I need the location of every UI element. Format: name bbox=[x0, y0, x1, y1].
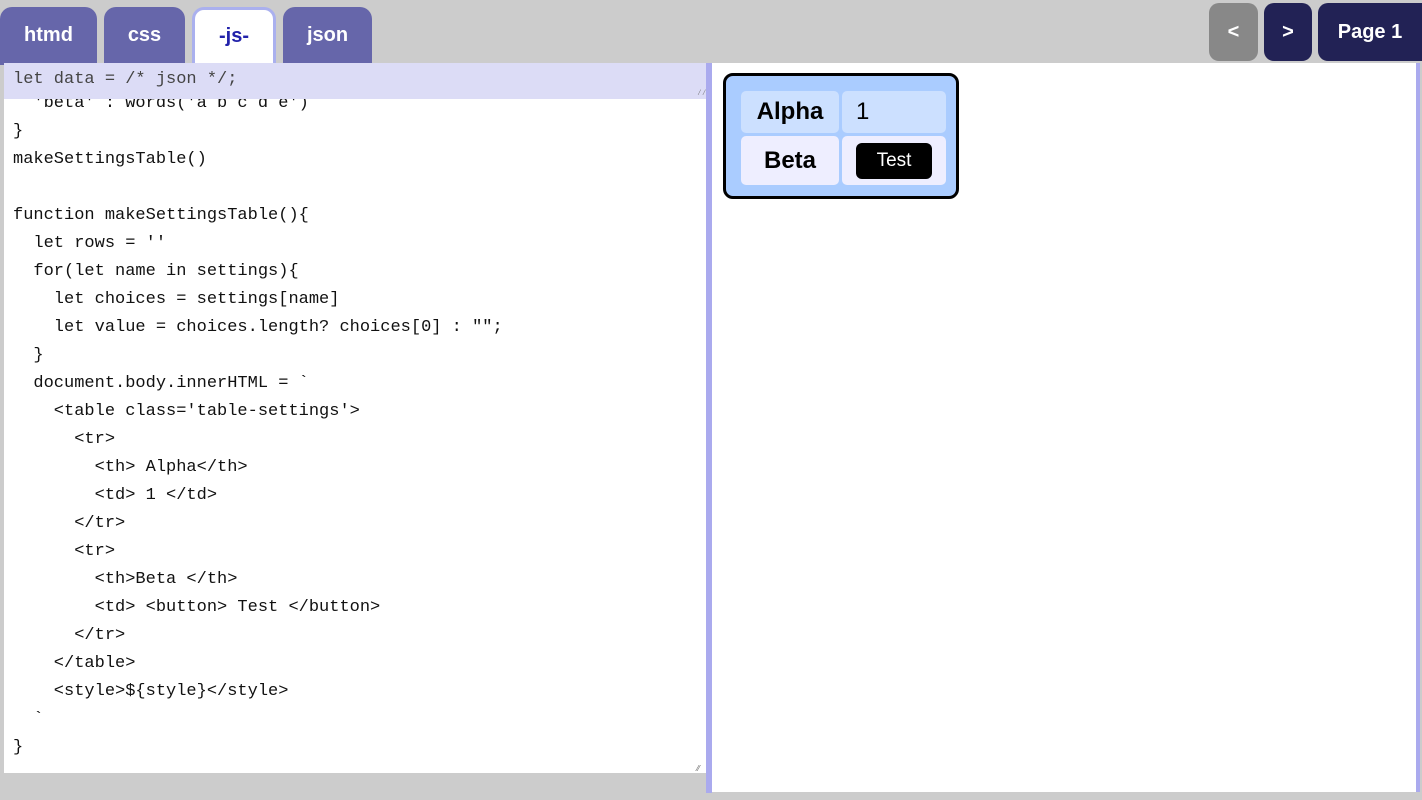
settings-table: Alpha 1 Beta Test bbox=[723, 73, 959, 199]
tab-js[interactable]: -js- bbox=[192, 7, 276, 65]
resize-handle-icon[interactable]: ⁄⁄ bbox=[697, 764, 700, 773]
table-header-alpha: Alpha bbox=[741, 91, 839, 133]
tab-htmd[interactable]: htmd bbox=[0, 7, 97, 65]
header-textarea[interactable]: let data = /* json */; ⁄⁄ bbox=[4, 63, 707, 99]
test-button[interactable]: Test bbox=[856, 142, 932, 179]
table-cell-alpha-value: 1 bbox=[842, 91, 946, 133]
preview-border bbox=[1416, 63, 1420, 792]
panel-divider[interactable] bbox=[706, 63, 712, 793]
next-page-button[interactable]: > bbox=[1264, 3, 1312, 61]
tab-css[interactable]: css bbox=[104, 7, 185, 65]
tab-json[interactable]: json bbox=[283, 7, 372, 65]
code-textarea[interactable]: 'beta' : words('a b c d e') } makeSettin… bbox=[4, 99, 706, 773]
page-indicator: Page 1 bbox=[1318, 3, 1422, 61]
prev-page-button[interactable]: < bbox=[1209, 3, 1258, 61]
table-cell-beta-value: Test bbox=[842, 136, 946, 185]
code-editor-panel: let data = /* json */; ⁄⁄ 'beta' : words… bbox=[4, 63, 707, 773]
header-code: let data = /* json */; bbox=[13, 70, 238, 89]
table-header-beta: Beta bbox=[741, 136, 839, 185]
resize-handle-icon[interactable]: ⁄⁄ bbox=[697, 89, 707, 98]
preview-panel: Alpha 1 Beta Test bbox=[712, 63, 1416, 792]
code-text: 'beta' : words('a b c d e') } makeSettin… bbox=[13, 99, 503, 757]
